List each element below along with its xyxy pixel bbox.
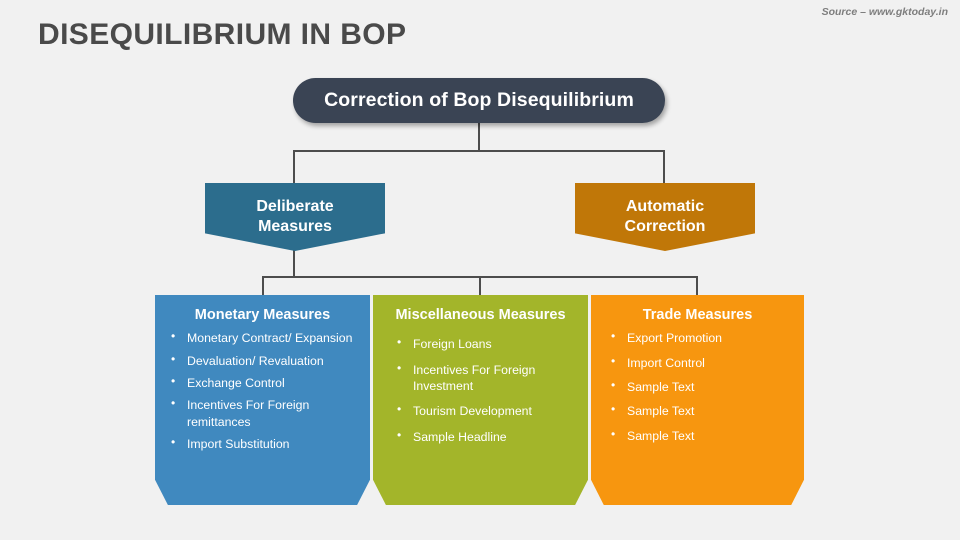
page-title: DISEQUILIBRIUM IN BOP (38, 18, 407, 51)
list-item: Export Promotion (601, 329, 794, 346)
connector-deliberate-stem (293, 249, 295, 277)
connector-drop-monetary (262, 276, 264, 296)
list-item: Import Control (601, 354, 794, 371)
category-title: Trade Measures (642, 307, 753, 323)
list-item: Monetary Contract/ Expansion (165, 329, 360, 346)
source-attribution: Source – www.gktoday.in (821, 6, 948, 18)
connector-drop-miscellaneous (479, 276, 481, 296)
list-item: Incentives For Foreign remittances (165, 396, 360, 430)
category-bullet-list: Foreign Loans Incentives For Foreign Inv… (383, 335, 578, 445)
list-item: Devaluation/ Revaluation (165, 352, 360, 369)
list-item: Sample Text (601, 378, 794, 395)
category-title: Miscellaneous Measures (395, 307, 566, 323)
root-node-correction-of-bop-disequilibrium[interactable]: Correction of Bop Disequilibrium (293, 78, 665, 123)
list-item: Tourism Development (383, 402, 578, 419)
list-item: Import Substitution (165, 435, 360, 452)
connector-root-stem (478, 123, 480, 151)
branch-node-automatic-correction[interactable]: Automatic Correction (575, 183, 755, 251)
list-item: Incentives For Foreign Investment (383, 361, 578, 395)
category-card-miscellaneous-measures[interactable]: Miscellaneous Measures Foreign Loans Inc… (373, 295, 588, 505)
connector-drop-trade (696, 276, 698, 296)
category-bullet-list: Monetary Contract/ Expansion Devaluation… (165, 329, 360, 452)
category-card-monetary-measures[interactable]: Monetary Measures Monetary Contract/ Exp… (155, 295, 370, 505)
category-bullet-list: Export Promotion Import Control Sample T… (601, 329, 794, 444)
branch-label-line1: Automatic (625, 197, 705, 215)
connector-drop-automatic (663, 150, 665, 184)
list-item: Sample Text (601, 402, 794, 419)
connector-drop-deliberate (293, 150, 295, 184)
root-node-label: Correction of Bop Disequilibrium (324, 89, 634, 111)
list-item: Sample Text (601, 427, 794, 444)
connector-level2-bar (293, 150, 665, 152)
category-title: Monetary Measures (194, 307, 331, 323)
branch-label-line2: Measures (258, 218, 332, 235)
category-card-trade-measures[interactable]: Trade Measures Export Promotion Import C… (591, 295, 804, 505)
branch-label-line1: Deliberate (256, 197, 334, 215)
branch-node-deliberate-measures[interactable]: Deliberate Measures (205, 183, 385, 251)
branch-label-line2: Correction (624, 218, 706, 235)
list-item: Foreign Loans (383, 335, 578, 352)
list-item: Exchange Control (165, 374, 360, 391)
list-item: Sample Headline (383, 428, 578, 445)
